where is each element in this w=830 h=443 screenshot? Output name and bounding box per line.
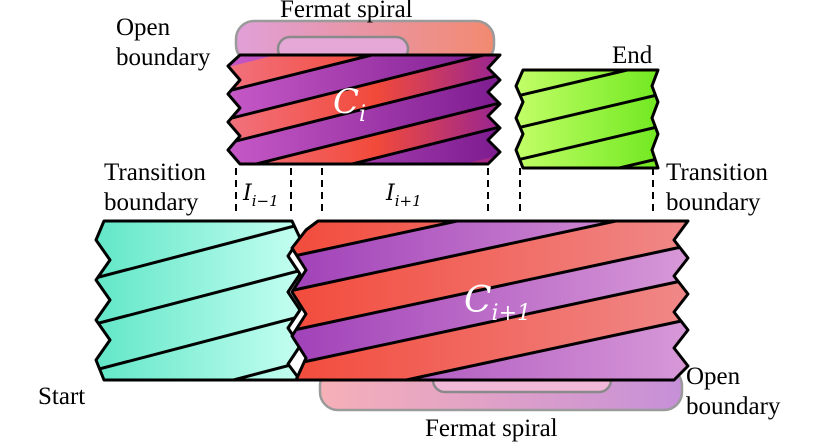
- interval-i-plus-1: Ii+1: [385, 181, 422, 210]
- transition-dashes: [235, 168, 654, 214]
- start-label: Start: [38, 383, 85, 410]
- open-boundary-top-label-1: Open: [116, 14, 171, 41]
- zone-ci1: Ci+1: [290, 219, 690, 382]
- open-boundary-top-label-2: boundary: [116, 44, 211, 71]
- transition-boundary-left-label-1: Transition: [104, 159, 206, 186]
- zone-ci: Ci: [226, 53, 502, 166]
- end-label: End: [612, 42, 653, 69]
- zone-end: [514, 68, 660, 170]
- fermat-spiral-bottom-label: Fermat spiral: [425, 415, 558, 442]
- ci1-label: Ci+1: [464, 280, 531, 326]
- ci-label: Ci: [333, 82, 366, 127]
- transition-boundary-right-label-1: Transition: [666, 159, 768, 186]
- transition-boundary-right-label-2: boundary: [666, 189, 761, 216]
- zone-start: [94, 219, 302, 382]
- open-boundary-bottom-label-1: Open: [686, 363, 741, 390]
- fermat-spiral-top-label: Fermat spiral: [280, 0, 413, 23]
- interval-i-minus-1: Ii−1: [242, 181, 279, 210]
- transition-boundary-left-label-2: boundary: [104, 189, 199, 216]
- open-boundary-bottom-label-2: boundary: [686, 393, 781, 420]
